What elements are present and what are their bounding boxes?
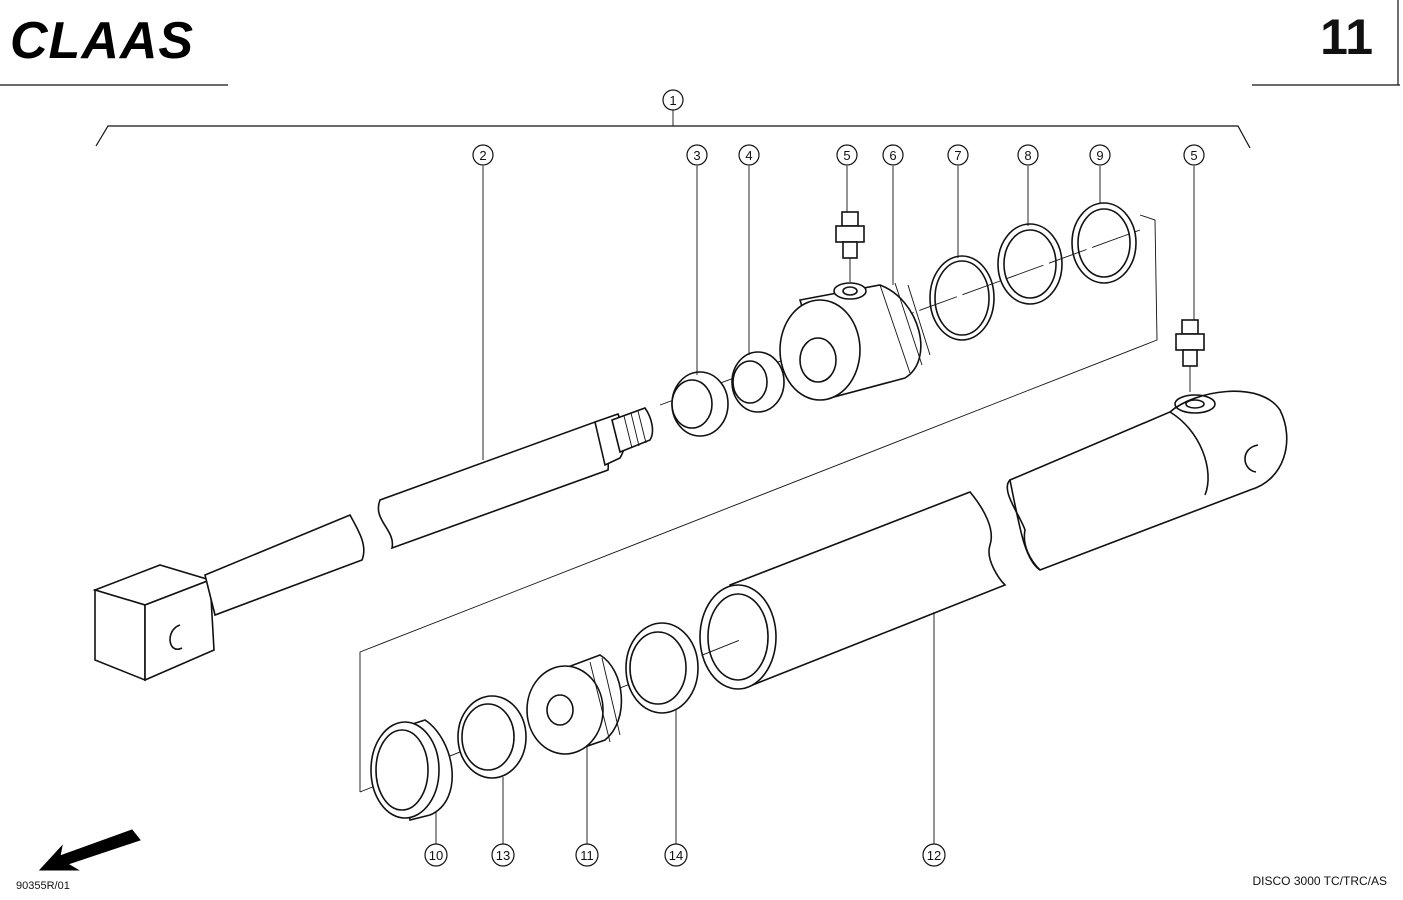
o-ring-8: [997, 223, 1063, 305]
callout-label: 3: [693, 148, 700, 163]
callout-8: 8: [1017, 144, 1039, 166]
callout-label: 8: [1024, 148, 1031, 163]
wiper-ring: [671, 371, 729, 437]
callout-label: 10: [429, 848, 443, 863]
callout-12: 12: [922, 843, 946, 867]
callout-10: 10: [424, 843, 448, 867]
guide-ring-14: [625, 622, 699, 714]
callout-1: 1: [662, 89, 684, 111]
callout-6: 6: [882, 144, 904, 166]
callout-label: 2: [479, 148, 486, 163]
callout-4: 4: [738, 144, 760, 166]
callout-label: 7: [954, 148, 961, 163]
callout-5-upper: 5: [836, 144, 858, 166]
cylinder-tube: [699, 390, 1288, 690]
direction-arrow-icon: [38, 829, 141, 871]
cylinder-head: [779, 282, 931, 401]
callout-label: 11: [580, 848, 594, 863]
fitting-lower: [1175, 319, 1205, 392]
backup-ring-9: [1071, 202, 1137, 284]
callout-14: 14: [664, 843, 688, 867]
rod-seal: [731, 351, 785, 413]
callout-label: 6: [889, 148, 896, 163]
callout-label: 14: [669, 848, 683, 863]
callout-11: 11: [575, 843, 599, 867]
callout-label: 5: [843, 148, 850, 163]
fitting-upper: [835, 211, 865, 282]
callout-label: 1: [669, 93, 676, 108]
callout-3: 3: [686, 144, 708, 166]
seal-ring-13: [457, 695, 527, 779]
assembly-bracket: [95, 125, 1251, 149]
callout-label: 12: [927, 848, 941, 863]
page-number: 11: [1320, 9, 1373, 65]
callout-5-lower: 5: [1183, 144, 1205, 166]
drawing-code: 90355R/01: [16, 880, 70, 892]
claas-logo: CLAAS: [10, 14, 194, 64]
circlip: [929, 255, 995, 341]
piston-guide-10: [370, 719, 453, 821]
callout-2: 2: [472, 144, 494, 166]
model-name: DISCO 3000 TC/TRC/AS: [1252, 874, 1387, 888]
callout-label: 13: [496, 848, 510, 863]
callout-label: 9: [1096, 148, 1103, 163]
piston-rod: [92, 407, 654, 682]
callout-label: 4: [745, 148, 752, 163]
callout-9: 9: [1089, 144, 1111, 166]
piston: [526, 654, 623, 755]
callout-7: 7: [947, 144, 969, 166]
connector-bracket: [359, 214, 1158, 792]
claas-logo-text: CLAAS: [10, 14, 194, 64]
callout-label: 5: [1190, 148, 1197, 163]
callout-13: 13: [491, 843, 515, 867]
